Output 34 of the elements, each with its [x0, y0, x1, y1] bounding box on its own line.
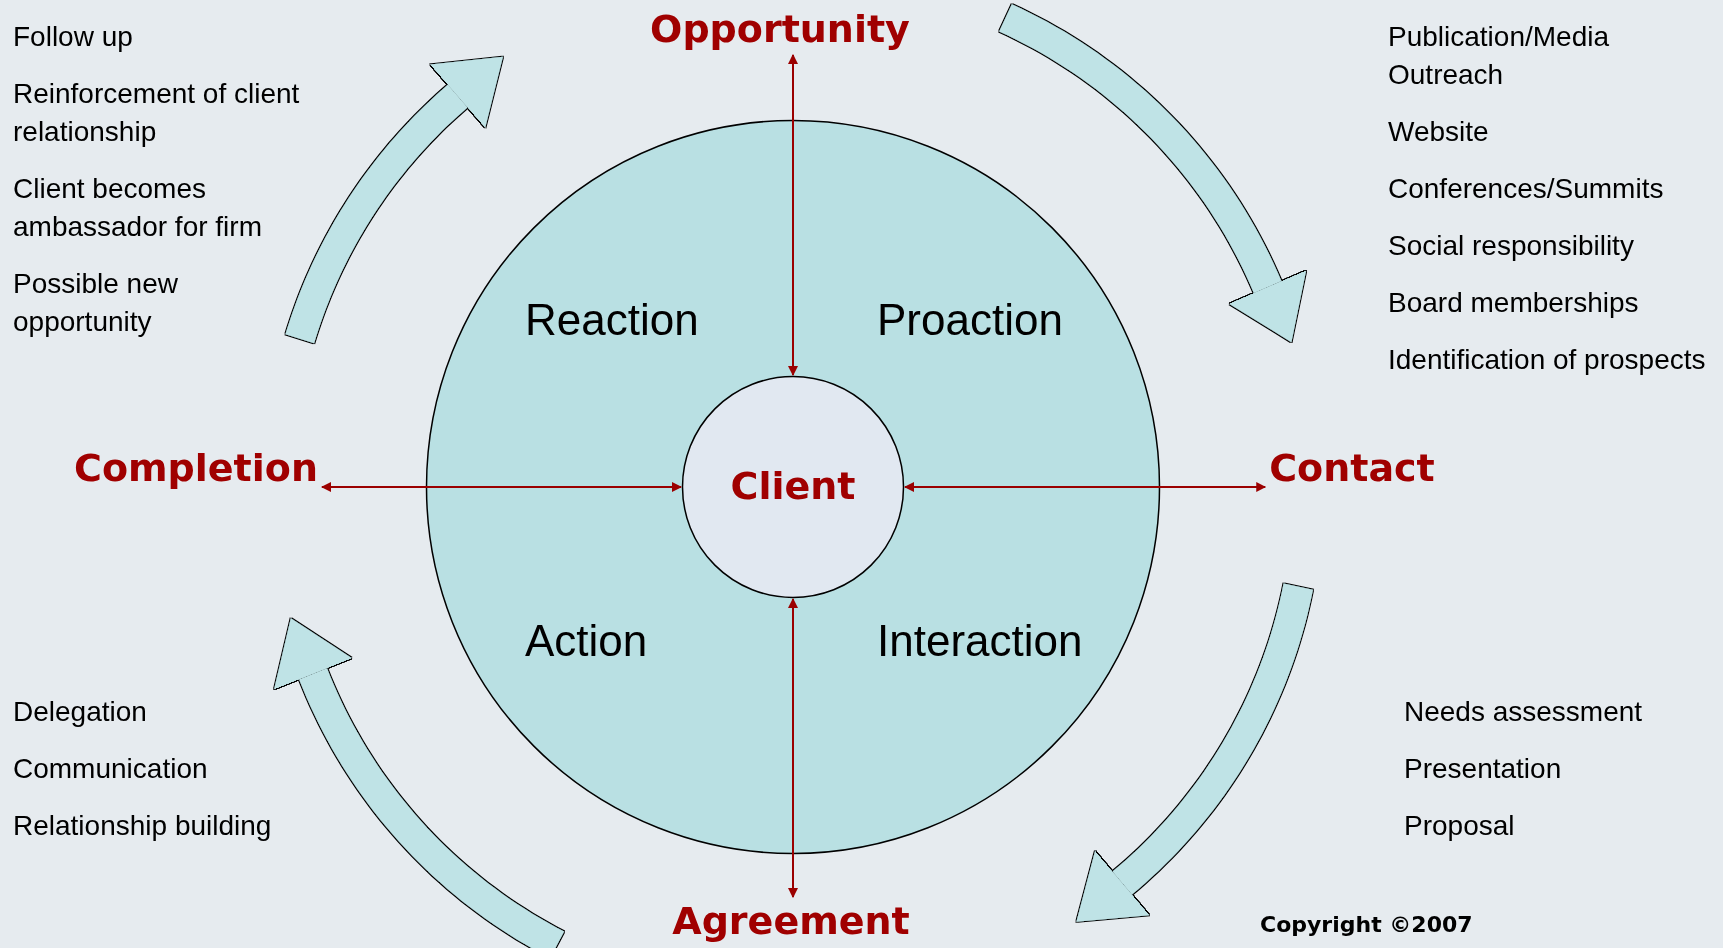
quadrant-label: Action [525, 616, 648, 666]
list-item: Reinforcement of client relationship [13, 77, 301, 149]
curved-block-arrow [274, 618, 565, 948]
list-item: Presentation [1404, 752, 1563, 786]
list-item: Possible new opportunity [13, 267, 179, 339]
double-arrow [904, 482, 1267, 492]
list-item: Publication/Media Outreach [1388, 20, 1611, 92]
list-item: Client becomes ambassador for firm [13, 172, 263, 244]
list-item: Website [1388, 115, 1490, 149]
quadrant-label: Reaction [525, 295, 699, 345]
quadrant-label: Proaction [877, 295, 1063, 345]
double-arrow [321, 482, 682, 492]
double-arrow [788, 53, 798, 376]
client-circle [681, 375, 905, 599]
list-item: Follow up [13, 20, 134, 54]
center-label: Client [730, 466, 856, 508]
stage-label: Contact [1269, 448, 1435, 490]
list-item: Conferences/Summits [1388, 172, 1665, 206]
curved-block-arrow [999, 4, 1307, 343]
outer-circle [425, 119, 1161, 855]
list-item: Board memberships [1388, 286, 1640, 320]
list-item: Communication [13, 752, 209, 786]
list-item: Delegation [13, 695, 148, 729]
stage-label: Opportunity [650, 9, 910, 51]
stage-label: Completion [74, 448, 318, 490]
list-item: Relationship building [13, 809, 273, 843]
list-item: Identification of prospects [1388, 343, 1707, 377]
quadrant-label: Interaction [877, 616, 1083, 666]
copyright-note: Copyright ©2007 [1260, 911, 1473, 939]
stage-label: Agreement [672, 901, 910, 943]
list-item: Social responsibility [1388, 229, 1635, 263]
double-arrow [788, 598, 798, 899]
list-item: Needs assessment [1404, 695, 1644, 729]
list-item: Proposal [1404, 809, 1516, 843]
